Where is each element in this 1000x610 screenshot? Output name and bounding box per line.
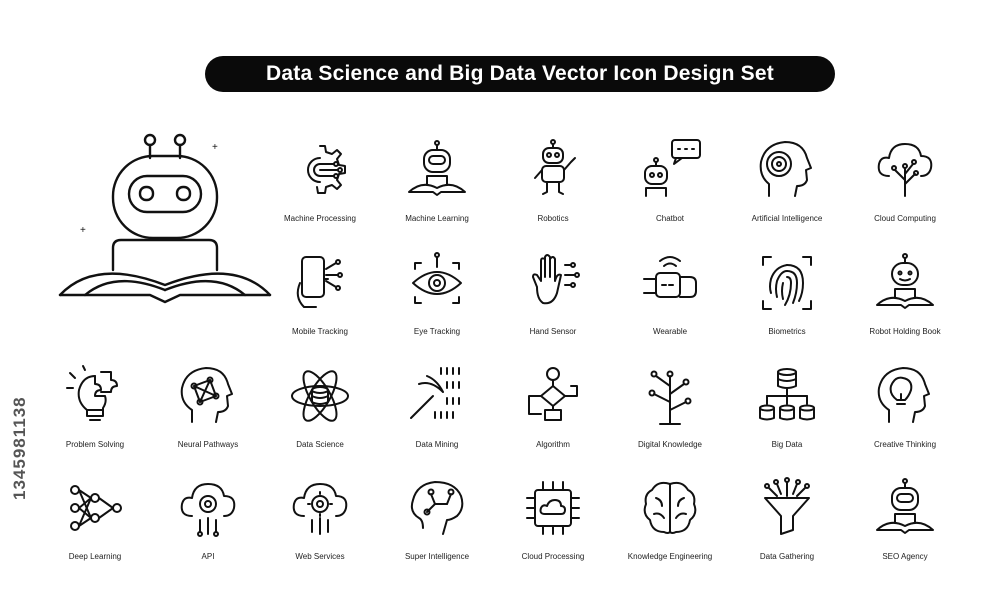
chatbot-icon [644,139,701,197]
cloud-chip-icon [526,481,580,535]
icon-label: Creative Thinking [873,440,937,449]
icon-tile: SEO Agency [840,470,970,570]
head-bulb-icon [877,367,930,423]
icon-label: Robot Holding Book [869,327,941,336]
brain-icon [643,481,697,534]
icon-label: Chatbot [655,214,685,223]
cloud-tree-icon [877,143,933,197]
cloud-circuit-icon [180,483,236,537]
cloud-gear-icon [292,483,348,535]
ai-head-icon [759,141,812,197]
icon-tile: API [143,470,273,570]
database-hierarchy-icon [759,368,815,421]
sparkle-icon: + [80,225,86,236]
icon-label: Problem Solving [65,440,125,449]
icon-tile: Robotics [488,132,618,232]
page-title: Data Science and Big Data Vector Icon De… [205,56,835,92]
icon-tile: Problem Solving [30,358,160,458]
icon-tile: Wearable [605,245,735,345]
icon-label: Data Gathering [759,552,815,561]
icon-tile: Chatbot [605,132,735,232]
hero-robot-book-icon [55,130,275,310]
icon-tile: Artificial Intelligence [722,132,852,232]
icon-tile: Deep Learning [30,470,160,570]
fingerprint-icon [762,256,812,310]
robot-book-icon [876,253,934,309]
icon-tile: Creative Thinking [840,358,970,458]
robot-book-icon [876,478,934,534]
icon-label: Machine Processing [283,214,357,223]
icon-label: Wearable [652,327,688,336]
icon-tile: Machine Learning [372,132,502,232]
icon-tile: Mobile Tracking [255,245,385,345]
icon-tile: Knowledge Engineering [605,470,735,570]
digital-tree-icon [648,370,692,425]
icon-label: API [201,552,215,561]
icon-tile: Algorithm [488,358,618,458]
icon-label: Cloud Processing [521,552,585,561]
icon-tile: Data Gathering [722,470,852,570]
icon-tile: Big Data [722,358,852,458]
icon-tile: Eye Tracking [372,245,502,345]
icon-label: Mobile Tracking [291,327,349,336]
icon-tile: Robot Holding Book [840,245,970,345]
icon-tile: Data Mining [372,358,502,458]
icon-tile: Digital Knowledge [605,358,735,458]
icon-label: Super Intelligence [404,552,470,561]
icon-label: Eye Tracking [413,327,461,336]
atom-database-icon [291,370,349,422]
icon-label: Big Data [771,440,803,449]
icon-label: Neural Pathways [177,440,239,449]
phone-hand-icon [296,256,343,308]
icon-label: Digital Knowledge [637,440,703,449]
icon-label: Robotics [537,214,569,223]
icon-label: Cloud Computing [874,214,936,223]
robot-icon [534,139,576,195]
icon-label: Hand Sensor [529,327,577,336]
eye-icon [412,252,462,304]
icon-label: SEO Agency [882,552,928,561]
icon-label: Artificial Intelligence [751,214,823,223]
robot-book-icon [408,140,466,196]
icon-label: Data Mining [415,440,459,449]
icon-tile: Web Services [255,470,385,570]
image-id: 1345981138 [10,396,29,500]
flowchart-icon [528,367,578,421]
bulb-puzzle-icon [66,365,118,421]
icon-label: Data Science [296,440,344,449]
icon-tile: Machine Processing [255,132,385,232]
icon-tile: Hand Sensor [488,245,618,345]
pickaxe-binary-icon [410,367,460,419]
smartwatch-icon [643,256,697,298]
icon-label: Web Services [295,552,345,561]
icon-label: Knowledge Engineering [627,552,713,561]
neural-network-icon [70,485,122,531]
icon-tile: Super Intelligence [372,470,502,570]
icon-tile: Cloud Processing [488,470,618,570]
hand-icon [532,254,580,305]
brain-circuit-icon [410,481,464,535]
icon-label: Algorithm [536,440,570,449]
icon-label: Machine Learning [405,214,469,223]
icon-tile: Neural Pathways [143,358,273,458]
gear-icon [307,145,346,194]
icon-label: Biometrics [768,327,806,336]
icon-tile: Cloud Computing [840,132,970,232]
head-network-icon [180,367,233,423]
icon-label: Deep Learning [68,552,122,561]
funnel-icon [764,477,810,535]
icon-tile: Biometrics [722,245,852,345]
icon-tile: Data Science [255,358,385,458]
sparkle-icon: + [212,142,218,153]
